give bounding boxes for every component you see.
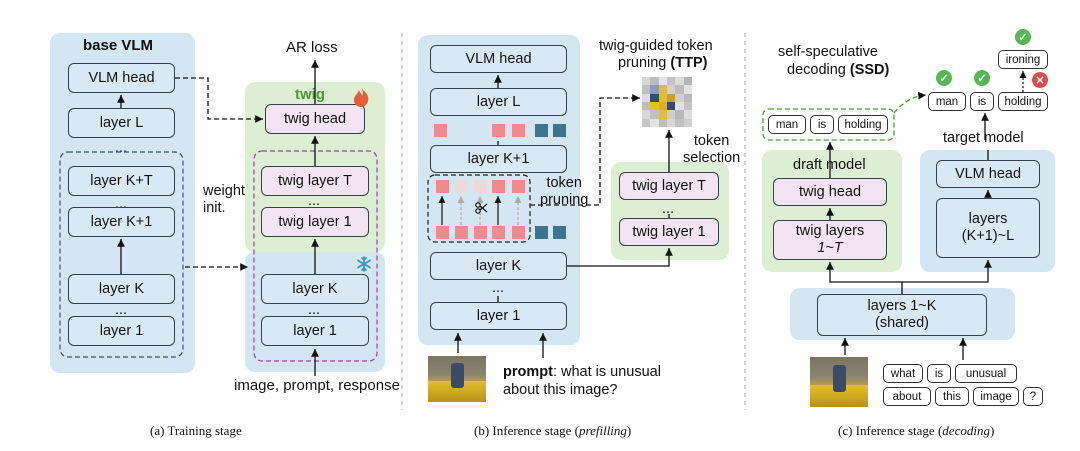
- target-token: is: [970, 92, 994, 111]
- check-icon: ✓: [974, 70, 990, 86]
- input-image-b: [428, 356, 486, 402]
- twig-head-c: twig head: [773, 178, 887, 206]
- ttp-title-line1: twig-guided token: [599, 38, 713, 54]
- twig-title: twig: [295, 86, 325, 103]
- vlm-head-a: VLM head: [68, 63, 175, 93]
- dots-a3: ...: [115, 302, 128, 318]
- shared-layers-c: layers 1~K(shared): [817, 294, 987, 336]
- input-token: [512, 226, 525, 239]
- ttp-title-line2: pruning (TTP): [618, 55, 708, 71]
- draft-model-label: draft model: [793, 157, 866, 173]
- layer-1-b: layer 1: [430, 302, 567, 330]
- input-token: [474, 226, 487, 239]
- base-vlm-title: base VLM: [83, 37, 154, 54]
- layer-K-b: layer K: [430, 252, 567, 280]
- other-token: [535, 226, 548, 239]
- weight-init-arrow: [175, 77, 263, 123]
- pruning-box: [427, 174, 531, 243]
- question-token: unusual: [955, 364, 1017, 383]
- question-token: ?: [1023, 387, 1043, 406]
- layer-1-frozen: layer 1: [261, 316, 369, 346]
- input-image-c: [810, 357, 868, 407]
- layer-L-a: layer L: [68, 108, 175, 138]
- dots-a4: ...: [308, 193, 321, 209]
- layer-K-a: layer K: [68, 274, 175, 304]
- correction-token: ironing: [998, 50, 1048, 69]
- scissors-icon: [475, 202, 488, 214]
- twig-head-a: twig head: [265, 104, 365, 134]
- weight-init-label: weight init.: [203, 183, 245, 216]
- ssd-title-line1: self-speculative: [778, 44, 878, 60]
- input-token: [455, 226, 468, 239]
- token-selection-label: token selection: [683, 133, 741, 166]
- pruned-token: [455, 180, 468, 193]
- check-icon: ✓: [936, 70, 952, 86]
- target-token: man: [928, 92, 966, 111]
- kept-token: [492, 124, 505, 137]
- draft-token: man: [768, 115, 806, 134]
- twig-layer-T-a: twig layer T: [261, 166, 369, 196]
- caption-b: (b) Inference stage (prefilling): [474, 423, 632, 438]
- question-token: image: [973, 387, 1019, 406]
- caption-a: (a) Training stage: [150, 423, 242, 438]
- ar-loss-label: AR loss: [286, 39, 338, 56]
- target-model-label: target model: [943, 130, 1024, 146]
- twig-branch-arrow: [567, 248, 673, 267]
- cross-icon: ✕: [1032, 72, 1048, 88]
- question-token: is: [927, 364, 951, 383]
- pruned-token: [474, 180, 487, 193]
- token-pruning-label: token pruning: [540, 175, 589, 208]
- other-token: [553, 226, 566, 239]
- input-token: [436, 226, 449, 239]
- layer-KT-a: layer K+T: [68, 166, 175, 196]
- kept-token: [512, 124, 525, 137]
- twig-layer-1-b: twig layer 1: [619, 218, 719, 246]
- dots-a5: ...: [308, 302, 321, 318]
- target-token: holding: [998, 92, 1048, 111]
- vlm-head-b: VLM head: [430, 45, 567, 73]
- question-token: what: [883, 364, 923, 383]
- selection-link: [530, 94, 640, 206]
- layer-K1-a: layer K+1: [68, 207, 175, 237]
- draft-token-box: [762, 108, 895, 141]
- caption-c: (c) Inference stage (decoding): [838, 423, 995, 438]
- vlm-head-c: VLM head: [936, 160, 1040, 188]
- dots-b: ...: [492, 280, 505, 296]
- layer-K-frozen: layer K: [261, 274, 369, 304]
- flame-icon: [354, 86, 369, 107]
- kept-token: [492, 180, 505, 193]
- check-icon: ✓: [1015, 29, 1031, 45]
- snowflake-icon: [357, 256, 371, 272]
- draft-token: is: [810, 115, 834, 134]
- other-token: [535, 124, 548, 137]
- twig-layer-1-a: twig layer 1: [261, 207, 369, 237]
- draft-token: holding: [838, 115, 888, 134]
- other-token: [553, 124, 566, 137]
- layer-L-b: layer L: [430, 88, 567, 116]
- prompt-line1: prompt: what is unusual: [503, 364, 661, 380]
- layers-range-c: layers(K+1)~L: [936, 198, 1040, 258]
- kept-token: [512, 180, 525, 193]
- prompt-line2: about this image?: [503, 382, 618, 398]
- dots-b2: ...: [662, 201, 675, 217]
- question-token: this: [935, 387, 969, 406]
- kept-token: [436, 180, 449, 193]
- twig-layer-T-b: twig layer T: [619, 172, 719, 200]
- pruned-image-thumbnail: [642, 77, 692, 127]
- layer-K1-b: layer K+1: [430, 145, 567, 173]
- verify-arrow: [893, 91, 927, 114]
- input-token: [492, 226, 505, 239]
- ssd-title-line2: decoding (SSD): [787, 62, 890, 78]
- kept-token: [434, 124, 447, 137]
- question-token: about: [883, 387, 931, 406]
- training-input-label: image, prompt, response: [234, 377, 400, 394]
- layer-1-a: layer 1: [68, 316, 175, 346]
